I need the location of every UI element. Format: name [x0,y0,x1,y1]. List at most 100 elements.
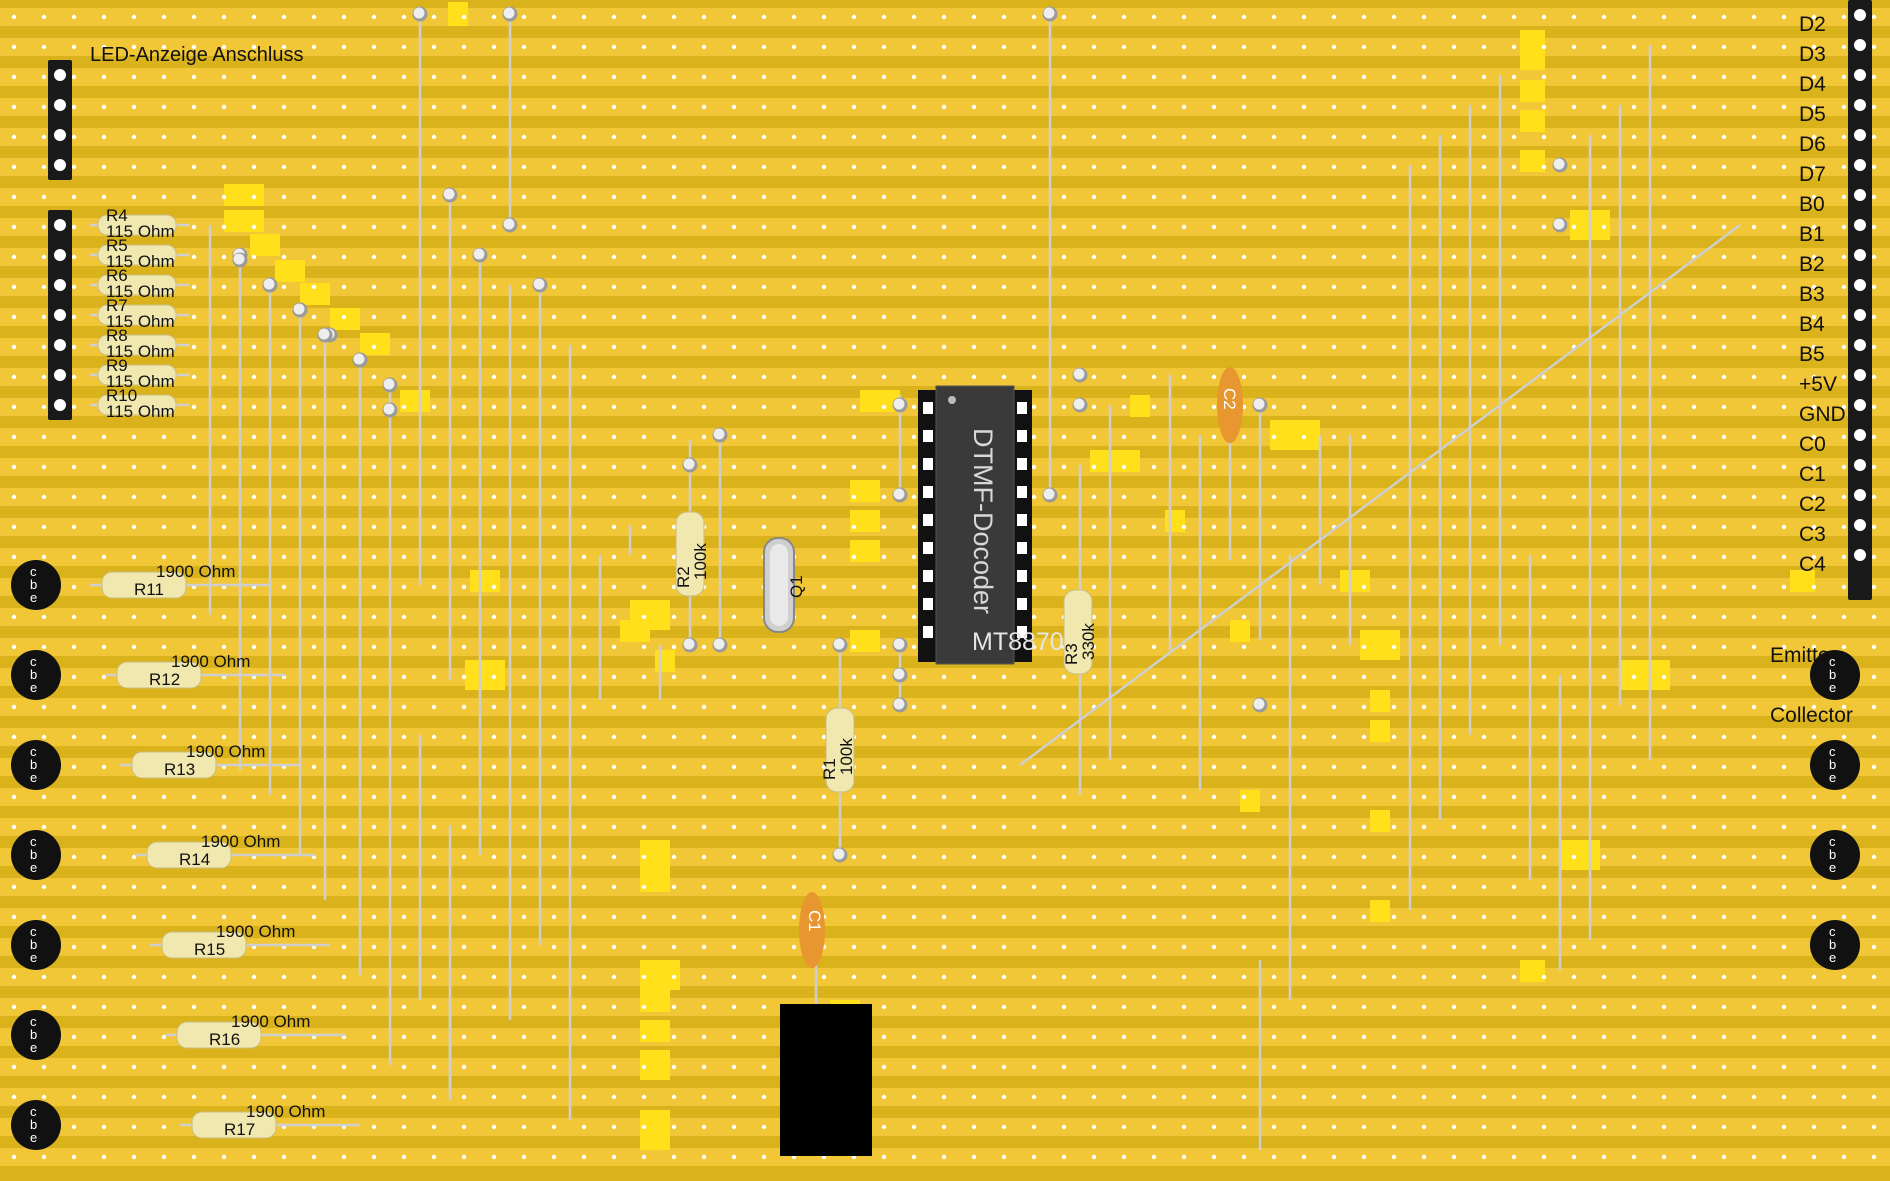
hole [1061,284,1067,290]
hole [701,1094,707,1100]
hole [1361,1094,1367,1100]
hole [611,284,617,290]
hole [1871,374,1877,380]
hole [1211,284,1217,290]
hole [1361,1064,1367,1070]
hole [11,194,17,200]
hole [1391,614,1397,620]
hole [1271,764,1277,770]
hole [221,644,227,650]
hole [1541,464,1547,470]
hole [1781,614,1787,620]
led-resistor-name: R10 [106,386,138,405]
hole [1541,674,1547,680]
hole [101,44,107,50]
hole [131,524,137,530]
hole [1541,374,1547,380]
hole [1511,1034,1517,1040]
hole [1571,1154,1577,1160]
hole [1391,794,1397,800]
hole [491,134,497,140]
hole [1211,734,1217,740]
hole [1421,974,1427,980]
hole [101,524,107,530]
hole [1451,1124,1457,1130]
hole [1061,194,1067,200]
hole [1421,284,1427,290]
hole [71,284,77,290]
hole [1631,1154,1637,1160]
hole [371,914,377,920]
hole [491,524,497,530]
hole [1481,914,1487,920]
hole [1361,254,1367,260]
hole [611,254,617,260]
hole [1211,1064,1217,1070]
hole [581,884,587,890]
hole [1421,494,1427,500]
hole [1391,704,1397,710]
hole [971,1064,977,1070]
hole [1361,314,1367,320]
hole [911,164,917,170]
hole [41,314,47,320]
connector-pin [1854,279,1866,291]
hole [1241,1034,1247,1040]
hole [1271,434,1277,440]
hole [971,944,977,950]
socket-pin [1017,542,1027,554]
solder-bridge [1520,110,1545,132]
hole [881,74,887,80]
hole [11,314,17,320]
hole [1721,884,1727,890]
hole [1421,314,1427,320]
hole [911,374,917,380]
socket-pin [923,486,933,498]
hole [1091,494,1097,500]
hole [341,764,347,770]
hole [581,1064,587,1070]
hole [221,704,227,710]
hole [1871,614,1877,620]
hole [1511,1064,1517,1070]
hole [941,944,947,950]
hole [1721,1094,1727,1100]
hole [791,764,797,770]
hole [1211,134,1217,140]
hole [671,14,677,20]
hole [1871,584,1877,590]
hole [1451,314,1457,320]
hole [821,164,827,170]
hole [611,314,617,320]
hole [1121,104,1127,110]
hole [341,254,347,260]
solder-bridge [640,1050,670,1080]
hole [41,14,47,20]
hole [1121,704,1127,710]
hole [671,194,677,200]
hole [1151,1004,1157,1010]
hole [821,194,827,200]
hole [1571,164,1577,170]
hole [1271,1154,1277,1160]
hole [1811,794,1817,800]
hole [221,734,227,740]
hole [431,1094,437,1100]
hole [1661,1004,1667,1010]
hole [41,554,47,560]
hole [431,554,437,560]
hole [1241,1124,1247,1130]
hole [131,554,137,560]
hole [611,614,617,620]
hole [671,944,677,950]
header-pin [54,129,66,141]
hole [641,404,647,410]
hole [971,914,977,920]
hole [1601,854,1607,860]
hole [1631,704,1637,710]
hole [1271,494,1277,500]
hole [611,974,617,980]
hole [1031,404,1037,410]
hole [1361,674,1367,680]
hole [1541,704,1547,710]
